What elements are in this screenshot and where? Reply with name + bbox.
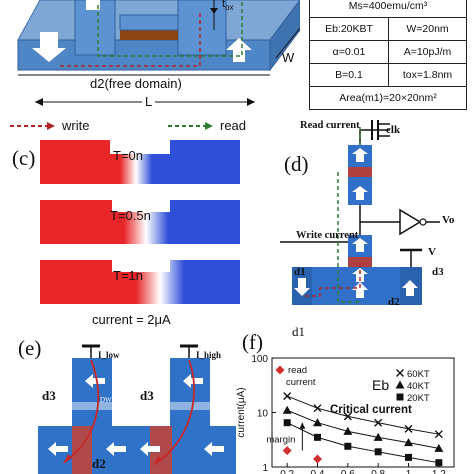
data-point — [404, 438, 413, 447]
legend-label: 60KT — [407, 369, 430, 380]
data-point — [404, 424, 413, 433]
free-domain-label: d2(free domain) — [90, 76, 182, 91]
data-point — [343, 412, 352, 421]
critical-current-chart: 100 10 1 0.2 0.4 0.6 0.8 1 1.2 current(μA) margin r… — [236, 354, 455, 474]
series-line — [286, 422, 439, 464]
device-3d-sketch — [10, 0, 300, 130]
eb-label: Eb — [372, 377, 389, 393]
clk-label: clk — [386, 124, 401, 136]
x-tick-label: 0.6 — [341, 469, 355, 474]
param-eb: Eb:20KBT — [309, 17, 389, 41]
data-point — [343, 426, 353, 435]
panel-f-letter: (f) — [242, 330, 263, 354]
param-b: B=0.1 — [309, 63, 389, 87]
dw-motion-frames — [40, 140, 240, 304]
legend-marker — [395, 380, 405, 389]
write-current-label: Write current — [296, 230, 359, 241]
frame-label-0: T=0n — [113, 148, 143, 163]
read-write-circuit — [280, 120, 440, 305]
legend-label: 20KT — [407, 393, 430, 404]
margin-arrow-head — [299, 422, 306, 429]
down-arrow-icon — [32, 32, 66, 62]
data-point — [313, 418, 322, 427]
dw-label: DW — [100, 396, 112, 404]
y-axis-label: current(μA) — [236, 387, 247, 437]
d3-e-right-label: d3 — [140, 388, 154, 403]
data-point — [435, 459, 443, 467]
d2-label: d2 — [388, 296, 400, 308]
dw-pinning-sketch — [38, 344, 236, 474]
l-label: L — [142, 94, 156, 109]
data-point — [374, 448, 382, 456]
i-low-label: I_low — [98, 350, 120, 360]
legend-label: 40KT — [407, 381, 430, 392]
legend-marker — [396, 393, 404, 401]
data-point — [314, 433, 321, 441]
frame-label-2: T=1n — [113, 268, 143, 283]
data-point — [434, 430, 443, 439]
param-tox: tox=1.8nm — [388, 63, 467, 87]
data-point — [282, 446, 292, 456]
panel-e-letter: (e) — [18, 336, 42, 360]
legend-read-marker — [275, 365, 285, 375]
write-legend: write — [62, 118, 90, 133]
w-label: W — [282, 50, 295, 65]
vo-label: Vo — [442, 214, 455, 226]
read-current-label: Read current — [300, 120, 360, 131]
panel-d-letter: (d) — [284, 152, 309, 176]
d1-below-label: d1 — [292, 324, 305, 339]
data-point — [374, 418, 383, 427]
i-high-label: I_high — [196, 350, 222, 360]
x-tick-label: 0.8 — [371, 469, 385, 474]
critical-current-label: Critical current — [330, 404, 412, 416]
x-tick-label: 1.2 — [432, 469, 446, 474]
legend-read-label-2: current — [286, 377, 316, 388]
data-point — [344, 442, 352, 450]
data-point — [434, 443, 444, 452]
frame-label-1: T=0.5n — [110, 208, 151, 223]
y-tick-label: 1 — [262, 463, 268, 474]
y-tick-label: 100 — [251, 354, 268, 365]
data-point — [373, 432, 383, 441]
param-alpha: α=0.01 — [309, 40, 389, 64]
legend-read-label: read — [288, 365, 307, 376]
tox-label: tox — [222, 0, 234, 13]
d3-label: d3 — [432, 266, 444, 278]
param-ms: Ms=400emu/cm³ — [309, 0, 467, 18]
current-label: current = 2μA — [92, 312, 171, 327]
x-tick-label: 0.2 — [280, 469, 294, 474]
data-point — [283, 392, 292, 401]
panel-c-letter: (c) — [12, 146, 36, 170]
series-line — [286, 395, 439, 435]
series-line — [286, 409, 439, 449]
d1-label: d1 — [294, 266, 306, 278]
param-w: W=20nm — [388, 17, 467, 41]
param-area: Area(m1)=20×20nm² — [309, 86, 467, 110]
up-arrow-icon — [226, 38, 252, 62]
legend-marker — [396, 369, 404, 377]
param-a: A=10pJ/m — [388, 40, 467, 64]
y-tick-label: 10 — [257, 409, 269, 420]
v-label: V — [428, 246, 436, 258]
x-tick-label: 0.4 — [311, 469, 325, 474]
data-point — [405, 453, 412, 461]
x-tick-label: 1 — [406, 469, 412, 474]
data-point — [282, 405, 292, 414]
data-point — [313, 404, 322, 413]
d2-e-label: d2 — [92, 456, 106, 471]
up-arrow-icon-2 — [86, 0, 100, 10]
data-point — [283, 419, 291, 427]
d3-e-left-label: d3 — [42, 388, 56, 403]
read-legend: read — [220, 118, 247, 133]
data-point — [313, 454, 322, 464]
margin-label: margin — [266, 435, 295, 446]
